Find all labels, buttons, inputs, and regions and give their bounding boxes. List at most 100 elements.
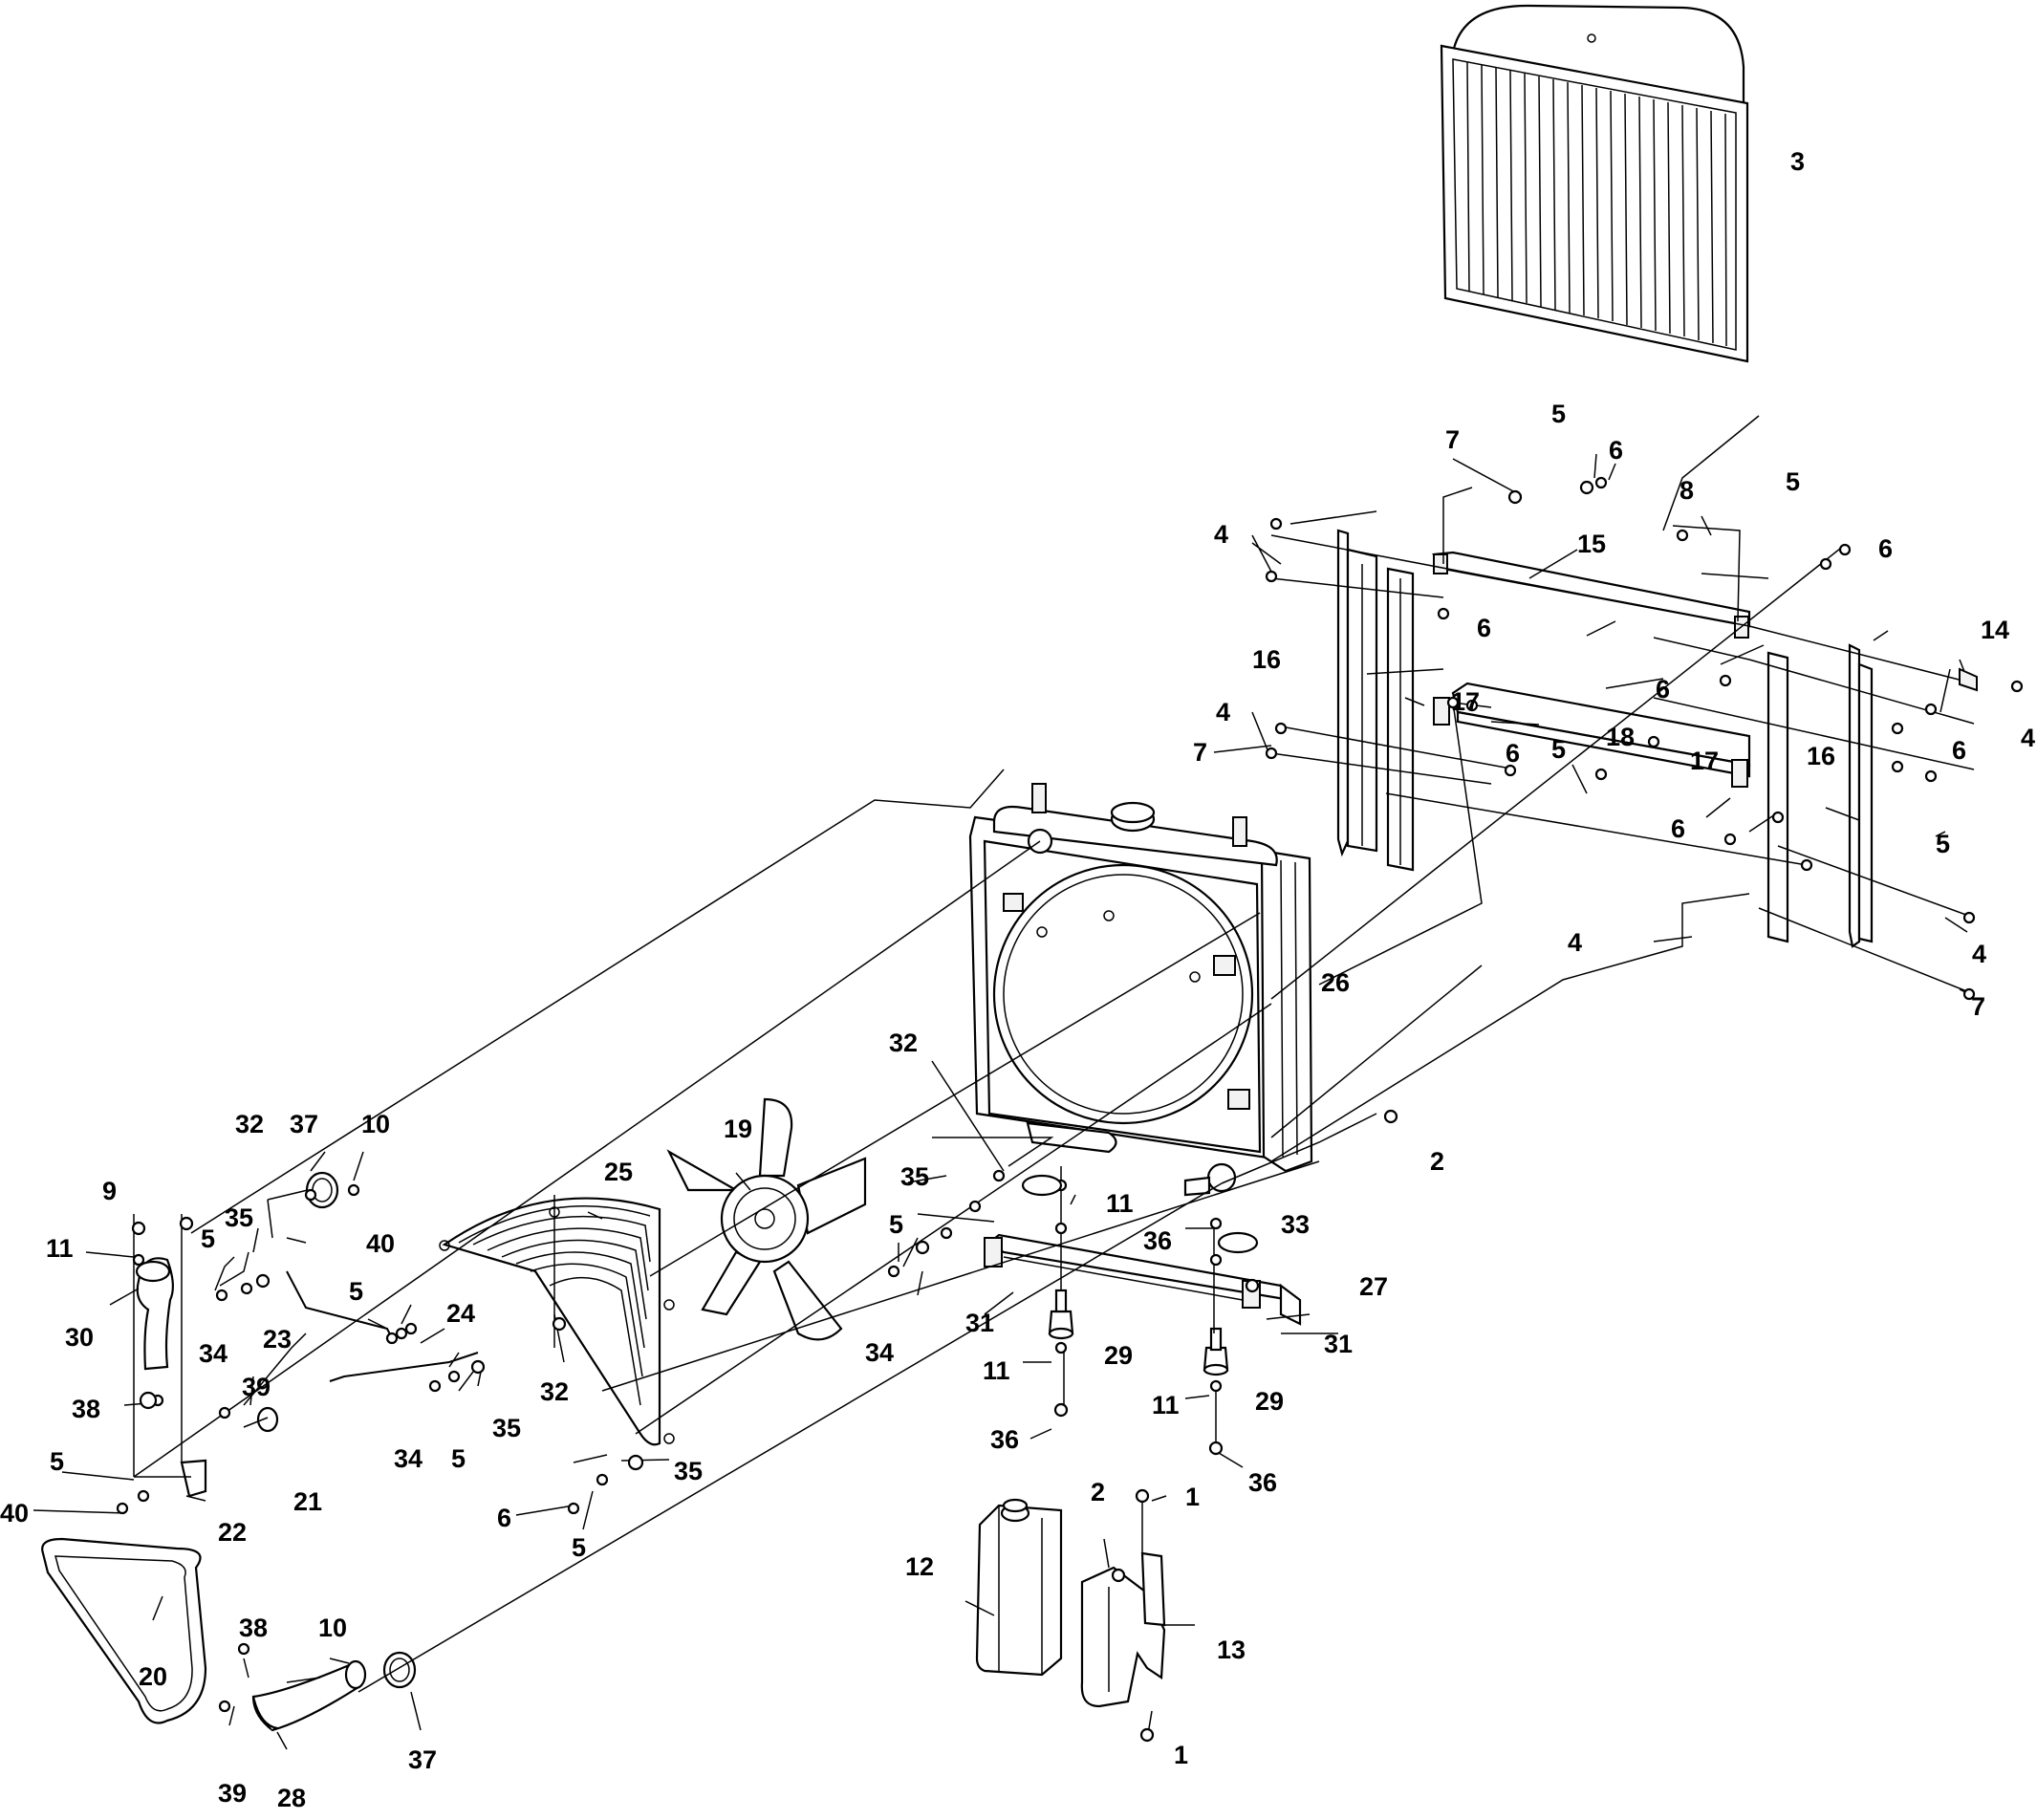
fan-guard — [439, 1195, 675, 1446]
callout-5: 5 — [451, 1444, 466, 1473]
callout-4: 4 — [1568, 928, 1582, 957]
callout-10: 10 — [318, 1614, 347, 1642]
callout-22: 22 — [218, 1518, 247, 1547]
leader-lines — [33, 415, 1975, 1750]
lower-hose — [251, 1659, 367, 1732]
callout-24: 24 — [446, 1299, 475, 1328]
callout-28: 28 — [277, 1784, 306, 1812]
hardware-fasteners — [116, 476, 2024, 1743]
callout-34: 34 — [865, 1338, 894, 1367]
callout-5: 5 — [1786, 467, 1800, 496]
callout-12: 12 — [905, 1552, 934, 1581]
callout-36: 36 — [1143, 1226, 1172, 1255]
stay-rod-23 — [286, 1270, 393, 1339]
callout-29: 29 — [1255, 1387, 1284, 1416]
callout-4: 4 — [1216, 698, 1230, 726]
callout-16: 16 — [1807, 742, 1835, 770]
stay-rod-24 — [329, 1352, 479, 1382]
callout-13: 13 — [1217, 1636, 1246, 1664]
callout-15: 15 — [1577, 530, 1606, 558]
mount-bar — [984, 1233, 1302, 1326]
drive-belt — [41, 1537, 207, 1724]
callout-2: 2 — [1091, 1478, 1105, 1506]
callout-29: 29 — [1104, 1341, 1133, 1370]
callout-10: 10 — [361, 1110, 390, 1138]
lower-support-bar — [1433, 682, 1751, 788]
callout-5: 5 — [1551, 735, 1566, 764]
callout-6: 6 — [1506, 739, 1520, 768]
callout-11: 11 — [1152, 1391, 1180, 1419]
callout-39: 39 — [218, 1779, 247, 1808]
callout-11: 11 — [1106, 1189, 1134, 1218]
callout-18: 18 — [1606, 723, 1635, 751]
side-bracket-left-pair — [1336, 529, 1415, 872]
callout-19: 19 — [724, 1115, 752, 1143]
bottle-bracket — [1080, 1551, 1166, 1708]
callout-37: 37 — [290, 1110, 318, 1138]
callout-2: 2 — [1430, 1147, 1444, 1176]
callout-6: 6 — [1477, 614, 1491, 642]
callout-32: 32 — [889, 1029, 918, 1057]
callout-17: 17 — [1451, 687, 1480, 716]
callout-11: 11 — [46, 1234, 74, 1263]
callout-1: 1 — [1174, 1741, 1188, 1769]
callout-32: 32 — [540, 1377, 569, 1406]
callout-16: 16 — [1252, 645, 1281, 674]
callout-21: 21 — [293, 1487, 322, 1516]
callout-26: 26 — [1321, 968, 1350, 997]
callout-35: 35 — [674, 1457, 703, 1485]
callout-30: 30 — [65, 1323, 94, 1352]
isolator-mount-left — [1048, 1289, 1074, 1340]
callout-32: 32 — [235, 1110, 264, 1138]
upper-hose — [135, 1257, 174, 1371]
callout-5: 5 — [349, 1277, 363, 1306]
callout-11: 11 — [983, 1356, 1010, 1385]
callout-35: 35 — [225, 1203, 253, 1232]
fitting-21 — [256, 1406, 279, 1433]
callout-6: 6 — [497, 1504, 511, 1532]
callout-23: 23 — [263, 1325, 292, 1354]
callout-14: 14 — [1981, 616, 2009, 644]
callout-34: 34 — [199, 1339, 228, 1368]
callout-35: 35 — [492, 1414, 521, 1442]
callout-5: 5 — [1551, 400, 1566, 428]
callout-4: 4 — [2021, 724, 2035, 752]
grille — [1440, 4, 1749, 363]
callout-36: 36 — [990, 1425, 1019, 1454]
callout-5: 5 — [1936, 830, 1950, 858]
callout-5: 5 — [201, 1224, 215, 1253]
isolator-mount-right — [1203, 1327, 1229, 1376]
side-bracket-right-pair — [1766, 643, 1874, 948]
callout-37: 37 — [408, 1745, 437, 1774]
callout-7: 7 — [1193, 738, 1207, 767]
callout-6: 6 — [1656, 675, 1670, 704]
callout-35: 35 — [900, 1162, 929, 1191]
callout-25: 25 — [604, 1158, 633, 1186]
callout-31: 31 — [1324, 1330, 1353, 1358]
callout-5: 5 — [50, 1447, 64, 1476]
callout-40: 40 — [0, 1499, 29, 1528]
overflow-bottle — [975, 1498, 1063, 1677]
callout-8: 8 — [1679, 476, 1694, 505]
callout-33: 33 — [1281, 1210, 1310, 1239]
callout-6: 6 — [1671, 814, 1685, 843]
callout-4: 4 — [1214, 520, 1228, 549]
callout-27: 27 — [1359, 1272, 1388, 1301]
callout-17: 17 — [1690, 747, 1719, 775]
callout-6: 6 — [1609, 436, 1623, 465]
callout-38: 38 — [72, 1395, 100, 1423]
callout-36: 36 — [1248, 1468, 1277, 1497]
callout-5: 5 — [889, 1210, 903, 1239]
tube-bracket — [133, 1214, 207, 1498]
callout-34: 34 — [394, 1444, 423, 1473]
callout-31: 31 — [965, 1309, 994, 1337]
callout-20: 20 — [139, 1662, 167, 1691]
callout-5: 5 — [572, 1533, 586, 1562]
callout-38: 38 — [239, 1614, 268, 1642]
callout-40: 40 — [366, 1229, 395, 1258]
hose-clamp-lower — [382, 1651, 417, 1689]
callout-labels: 3 7 5 6 8 5 6 4 15 6 16 17 14 4 6 6 5 4 … — [0, 147, 2035, 1812]
callout-4: 4 — [1972, 940, 1986, 968]
callout-7: 7 — [1445, 425, 1460, 454]
